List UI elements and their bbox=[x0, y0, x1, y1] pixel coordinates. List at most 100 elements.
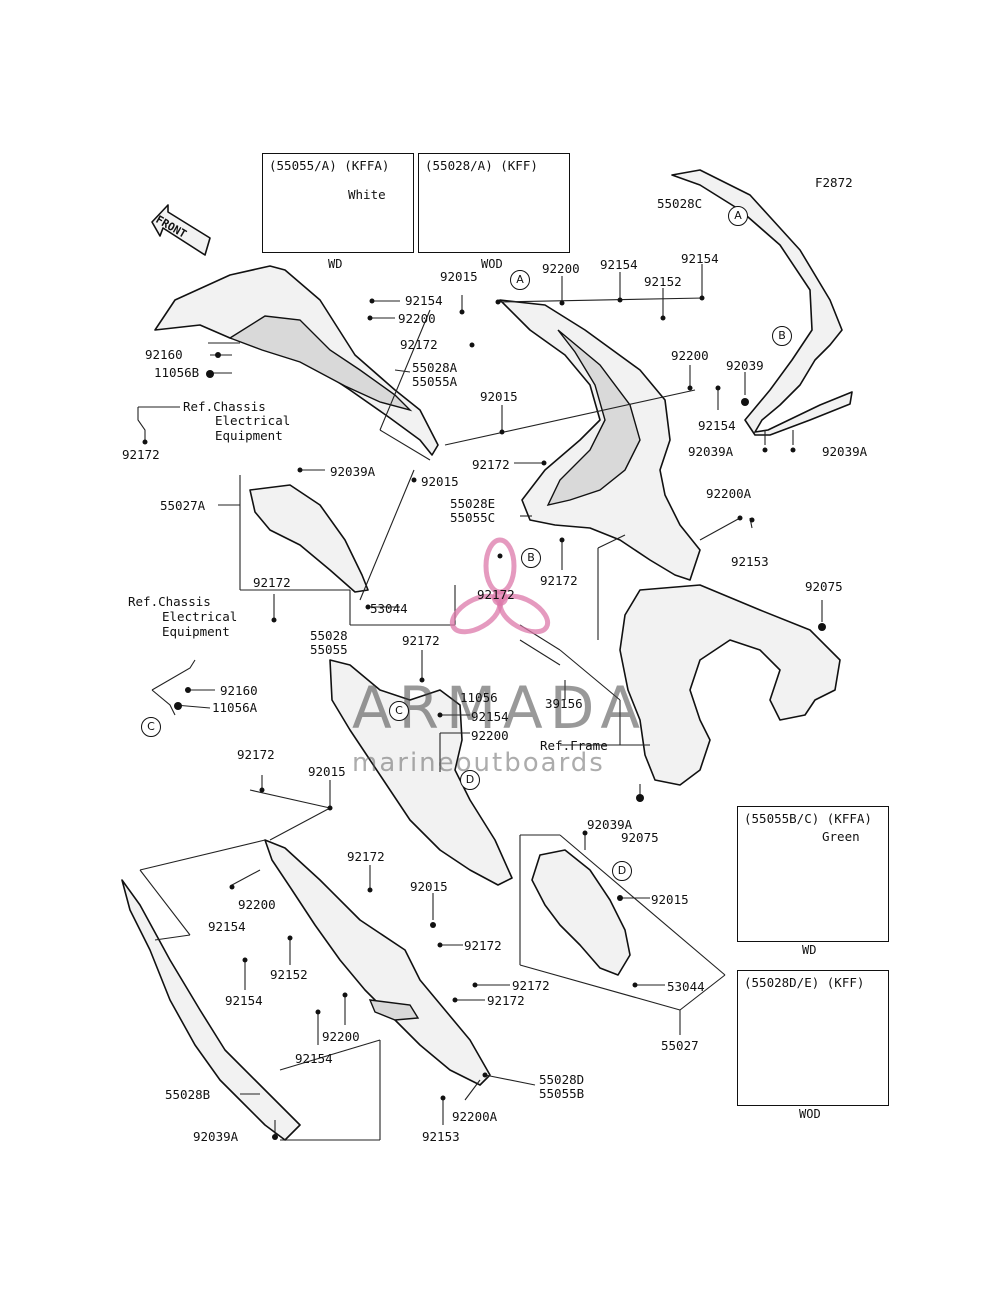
upper-cowl-right bbox=[671, 169, 853, 436]
part-callout: 92172 bbox=[237, 747, 275, 762]
ref-note: Ref.Chassis bbox=[183, 399, 266, 414]
variant-box-55028: (55028/A) (KFF) bbox=[418, 153, 570, 253]
part-callout: 92154 bbox=[295, 1051, 333, 1066]
ref-note: Equipment bbox=[162, 624, 230, 639]
variant-box-note: WOD bbox=[481, 257, 503, 271]
part-callout: 92172 bbox=[402, 633, 440, 648]
inner-panel-55027 bbox=[531, 849, 631, 976]
part-callout: 55028D bbox=[539, 1072, 585, 1087]
part-callout: 55028E bbox=[450, 496, 496, 511]
part-callout: 92154 bbox=[471, 709, 509, 724]
part-callout: 55028B bbox=[165, 1087, 211, 1102]
variant-box-note: WD bbox=[802, 943, 817, 957]
part-callout: 92172 bbox=[512, 978, 550, 993]
part-callout: 92152 bbox=[644, 274, 682, 289]
ref-note: Ref.Chassis bbox=[128, 594, 211, 609]
front-arrow bbox=[151, 204, 211, 256]
part-callout: 55028 bbox=[310, 628, 348, 643]
part-callout: 92172 bbox=[540, 573, 578, 588]
part-callout: 92154 bbox=[681, 251, 719, 266]
ref-note: Electrical bbox=[162, 609, 238, 624]
marker-d: D bbox=[612, 861, 632, 881]
part-callout: 92172 bbox=[464, 938, 502, 953]
inner-frame-cover bbox=[619, 584, 841, 786]
part-callout: 92200 bbox=[542, 261, 580, 276]
part-callout: 92200 bbox=[398, 311, 436, 326]
watermark-logo-icon bbox=[449, 537, 551, 635]
part-callout: 92154 bbox=[225, 993, 263, 1008]
part-callout: 55027 bbox=[661, 1038, 699, 1053]
part-callout: 55055 bbox=[310, 642, 348, 657]
ref-note: Ref.Frame bbox=[540, 738, 608, 753]
part-callout: 92172 bbox=[472, 457, 510, 472]
part-callout: 92153 bbox=[731, 554, 769, 569]
lower-cowl-center bbox=[264, 839, 491, 1086]
part-callout: 92172 bbox=[400, 337, 438, 352]
part-callout: 92160 bbox=[145, 347, 183, 362]
part-callout: 55027A bbox=[160, 498, 206, 513]
part-callout: 53044 bbox=[667, 979, 705, 994]
marker-c: C bbox=[389, 701, 409, 721]
part-callout: 92200 bbox=[238, 897, 276, 912]
part-callout: 92015 bbox=[308, 764, 346, 779]
variant-box-color: Green bbox=[822, 829, 860, 844]
part-callout: 55028A bbox=[412, 360, 458, 375]
variant-box-55055: (55055/A) (KFFA) White bbox=[262, 153, 414, 253]
fasteners bbox=[142, 295, 826, 1140]
part-callout: 92015 bbox=[440, 269, 478, 284]
part-callout: 92172 bbox=[253, 575, 291, 590]
variant-box-55028D: (55028D/E) (KFF) bbox=[737, 970, 889, 1106]
part-callout: 39156 bbox=[545, 696, 583, 711]
part-callout: 92154 bbox=[208, 919, 246, 934]
part-callout: 92075 bbox=[805, 579, 843, 594]
part-callout: 92172 bbox=[347, 849, 385, 864]
part-callout: 92015 bbox=[410, 879, 448, 894]
part-callout: 11056B bbox=[154, 365, 200, 380]
variant-box-note: WD bbox=[328, 257, 343, 271]
middle-cowl-left bbox=[329, 659, 513, 886]
part-callout: 92172 bbox=[487, 993, 525, 1008]
part-callout: 11056A bbox=[212, 700, 258, 715]
variant-box-header: (55055B/C) (KFFA) bbox=[744, 811, 872, 826]
part-callout: 92154 bbox=[698, 418, 736, 433]
part-callout: 55055C bbox=[450, 510, 496, 525]
part-callout: 92015 bbox=[480, 389, 518, 404]
part-callout: 92015 bbox=[421, 474, 459, 489]
lower-cowl-vent bbox=[368, 999, 420, 1021]
marker-b: B bbox=[772, 326, 792, 346]
part-callout: 92160 bbox=[220, 683, 258, 698]
part-callout: 92200 bbox=[671, 348, 709, 363]
part-callout: 53044 bbox=[370, 601, 408, 616]
part-callout: 92200A bbox=[706, 486, 752, 501]
part-callout: 92172 bbox=[477, 587, 515, 602]
part-callout: 92015 bbox=[651, 892, 689, 907]
marker-a: A bbox=[728, 206, 748, 226]
part-callout: 92154 bbox=[405, 293, 443, 308]
variant-box-header: (55028D/E) (KFF) bbox=[744, 975, 865, 990]
marker-d: D bbox=[460, 770, 480, 790]
part-callout: 92039A bbox=[587, 817, 633, 832]
upper-fairing-stripe bbox=[228, 315, 413, 412]
part-callout: 92039A bbox=[330, 464, 376, 479]
part-callout: 92039 bbox=[726, 358, 764, 373]
part-callout: 92039A bbox=[688, 444, 734, 459]
ref-note: Electrical bbox=[215, 413, 291, 428]
part-callout: 92200 bbox=[322, 1029, 360, 1044]
part-callout: 55055A bbox=[412, 374, 458, 389]
part-callout: 55055B bbox=[539, 1086, 585, 1101]
part-callout: 92075 bbox=[621, 830, 659, 845]
variant-box-note: WOD bbox=[799, 1107, 821, 1121]
ref-note: Equipment bbox=[215, 428, 283, 443]
marker-c: C bbox=[141, 717, 161, 737]
inner-panel-55027A bbox=[249, 484, 369, 593]
part-callout: 92039A bbox=[193, 1129, 239, 1144]
part-callout: 92172 bbox=[122, 447, 160, 462]
part-callout: 92200 bbox=[471, 728, 509, 743]
marker-a: A bbox=[510, 270, 530, 290]
part-callout: 11056 bbox=[460, 690, 498, 705]
part-callout: 92200A bbox=[452, 1109, 498, 1124]
diagram-code: F2872 bbox=[815, 175, 853, 190]
middle-cowl-inner bbox=[546, 329, 641, 507]
marker-b: B bbox=[521, 548, 541, 568]
